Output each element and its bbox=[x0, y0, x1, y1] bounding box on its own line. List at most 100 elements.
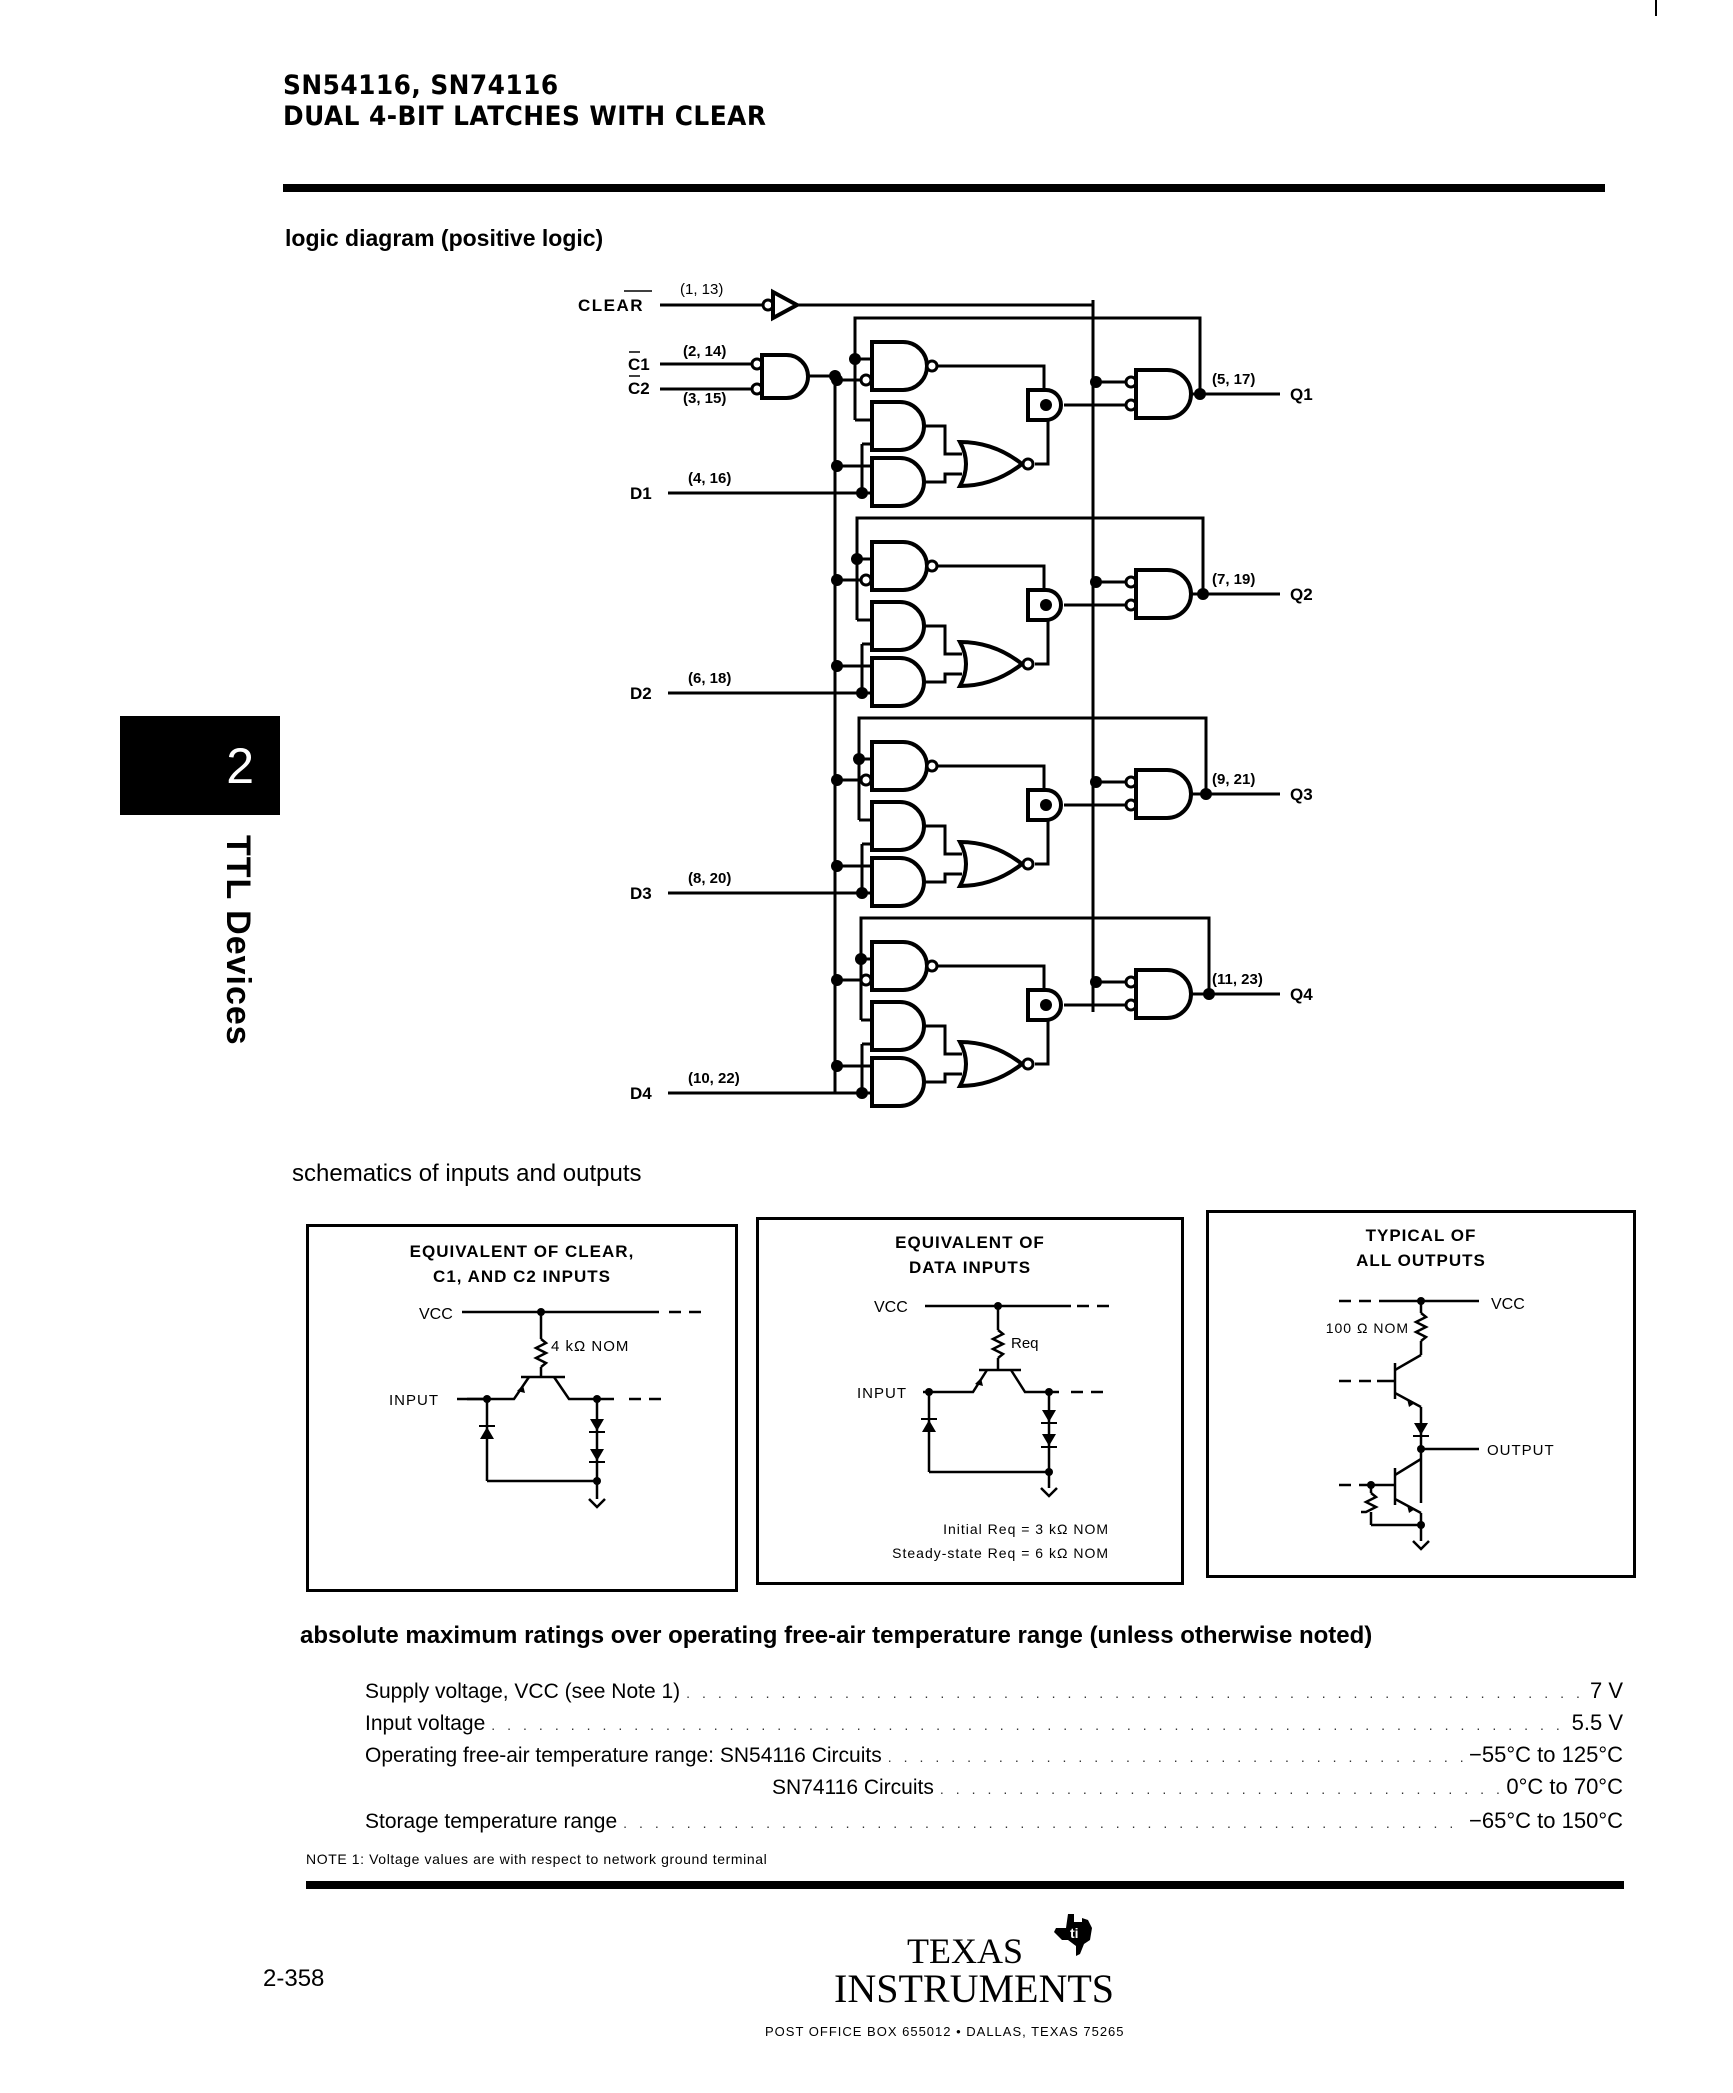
inversion-bubble bbox=[1021, 857, 1035, 871]
c1-label: C1 bbox=[628, 355, 650, 374]
output-label: Q1 bbox=[1290, 385, 1313, 404]
junction-dot bbox=[1200, 788, 1212, 800]
junction-dot bbox=[855, 953, 867, 965]
output-pins: (7, 19) bbox=[1212, 571, 1255, 588]
leader-dots: ........................................… bbox=[686, 1685, 1584, 1701]
section-tab: 2 bbox=[120, 716, 280, 815]
output-nand-gate bbox=[1134, 368, 1193, 420]
rating-row: Input voltage ..........................… bbox=[365, 1710, 1623, 1738]
rating-label: Operating free-air temperature range: SN… bbox=[365, 1744, 882, 1767]
logic-diagram-heading: logic diagram (positive logic) bbox=[285, 225, 604, 251]
leader-dots: ........................................… bbox=[491, 1717, 1565, 1733]
resistor-label: Req bbox=[1011, 1335, 1039, 1352]
vcc-label: VCC bbox=[1491, 1296, 1525, 1313]
and-gate bbox=[870, 1000, 926, 1052]
schematics-heading: schematics of inputs and outputs bbox=[292, 1160, 642, 1187]
schematic-title-line2: C1, AND C2 INPUTS bbox=[309, 1264, 735, 1289]
schematic-data-inputs: EQUIVALENT OF DATA INPUTS VCC Req INP bbox=[756, 1217, 1184, 1585]
ti-wordmark-line1: TEXAS bbox=[907, 1931, 1023, 1971]
clear-buffer bbox=[771, 288, 802, 322]
part-numbers: SN54116, SN74116 bbox=[283, 70, 559, 101]
rating-value: −65°C to 150°C bbox=[1469, 1808, 1623, 1833]
inversion-bubble bbox=[925, 359, 939, 373]
rating-label: Input voltage bbox=[365, 1712, 486, 1735]
schematic-drawing: VCC 4 kΩ NOM INPUT bbox=[389, 1306, 701, 1509]
and-gate bbox=[870, 656, 926, 708]
crop-mark bbox=[1655, 0, 1657, 16]
and-gate bbox=[870, 600, 926, 652]
output-pins: (11, 23) bbox=[1212, 971, 1263, 988]
clear-pins: (1, 13) bbox=[680, 281, 723, 298]
junction-dot bbox=[831, 574, 843, 586]
resistor-label: 4 kΩ NOM bbox=[551, 1338, 629, 1355]
ti-logo-icon: ti bbox=[1054, 1914, 1092, 1956]
inversion-bubble bbox=[859, 373, 873, 387]
junction-dot bbox=[1203, 988, 1215, 1000]
feedback-line bbox=[855, 516, 1205, 620]
page-number: 2-358 bbox=[263, 1965, 325, 1992]
nand-gate bbox=[870, 540, 929, 592]
junction-dot bbox=[856, 687, 868, 699]
nor-gate bbox=[956, 1039, 1026, 1089]
schematic-drawing: VCC Req INPUT Initial Req = 3 kΩ NOM Ste… bbox=[857, 1299, 1109, 1561]
inversion-bubble bbox=[1021, 1057, 1035, 1071]
inversion-bubble bbox=[1021, 457, 1035, 471]
data-input-label: D1 bbox=[630, 484, 652, 503]
wire bbox=[924, 824, 962, 856]
clear-label: CLEAR bbox=[578, 296, 644, 315]
output-label: OUTPUT bbox=[1487, 1442, 1555, 1459]
nor-gate bbox=[956, 639, 1026, 689]
clock-gate bbox=[760, 353, 810, 400]
leader-dots: ........................................… bbox=[887, 1749, 1463, 1765]
output-nand-gate bbox=[1134, 968, 1193, 1020]
nor-gate bbox=[956, 439, 1026, 489]
feedback-line bbox=[853, 316, 1202, 420]
junction-dot bbox=[856, 1087, 868, 1099]
junction-dot bbox=[1040, 999, 1052, 1011]
inversion-bubble bbox=[859, 773, 873, 787]
inversion-bubble bbox=[925, 759, 939, 773]
inversion-bubble bbox=[1021, 657, 1035, 671]
wire bbox=[1035, 816, 1050, 866]
c2-label: C2 bbox=[628, 379, 650, 398]
wire bbox=[924, 624, 962, 656]
c2-pins: (3, 15) bbox=[683, 390, 726, 407]
rating-row: Operating free-air temperature range: SN… bbox=[365, 1742, 1623, 1770]
wire bbox=[1035, 1016, 1050, 1066]
schematic-outputs: TYPICAL OF ALL OUTPUTS bbox=[1206, 1210, 1636, 1578]
wire bbox=[924, 1072, 962, 1084]
junction-dot bbox=[831, 374, 843, 386]
data-input-label: D3 bbox=[630, 884, 652, 903]
junction-dot bbox=[856, 487, 868, 499]
rating-value: 7 V bbox=[1589, 1678, 1623, 1703]
schematic-title-line1: EQUIVALENT OF CLEAR, bbox=[409, 1242, 635, 1261]
input-label: INPUT bbox=[389, 1392, 439, 1409]
schematic-drawing: VCC 100 Ω NOM OUTPUT bbox=[1326, 1296, 1555, 1551]
rating-value: 5.5 V bbox=[1571, 1710, 1623, 1735]
wire bbox=[1035, 416, 1050, 466]
inversion-bubble bbox=[925, 959, 939, 973]
ratings-heading: absolute maximum ratings over operating … bbox=[300, 1622, 1373, 1649]
wire bbox=[924, 472, 962, 484]
feedback-line bbox=[857, 716, 1208, 820]
clear-line bbox=[797, 300, 1095, 307]
junction-dot bbox=[831, 660, 843, 672]
nand-gate bbox=[870, 740, 929, 792]
schematic-clear-inputs: EQUIVALENT OF CLEAR, C1, AND C2 INPUTS bbox=[306, 1224, 738, 1592]
nand-gate bbox=[870, 940, 929, 992]
output-nand-gate bbox=[1134, 568, 1193, 620]
wire bbox=[924, 424, 962, 456]
junction-dot bbox=[851, 553, 863, 565]
data-input-pins: (6, 18) bbox=[688, 670, 731, 687]
inversion-bubble bbox=[925, 559, 939, 573]
header-rule bbox=[283, 184, 1605, 192]
output-pins: (5, 17) bbox=[1212, 371, 1255, 388]
input-label: INPUT bbox=[857, 1385, 907, 1402]
junction-dot bbox=[1090, 976, 1102, 988]
section-number: 2 bbox=[226, 737, 254, 794]
junction-dot bbox=[831, 774, 843, 786]
ti-wordmark-line2: INSTRUMENTS bbox=[834, 1966, 1115, 2011]
wire bbox=[924, 872, 962, 884]
rating-row: Storage temperature range ..............… bbox=[365, 1808, 1623, 1836]
schematic-title-line2: DATA INPUTS bbox=[908, 1258, 1032, 1277]
